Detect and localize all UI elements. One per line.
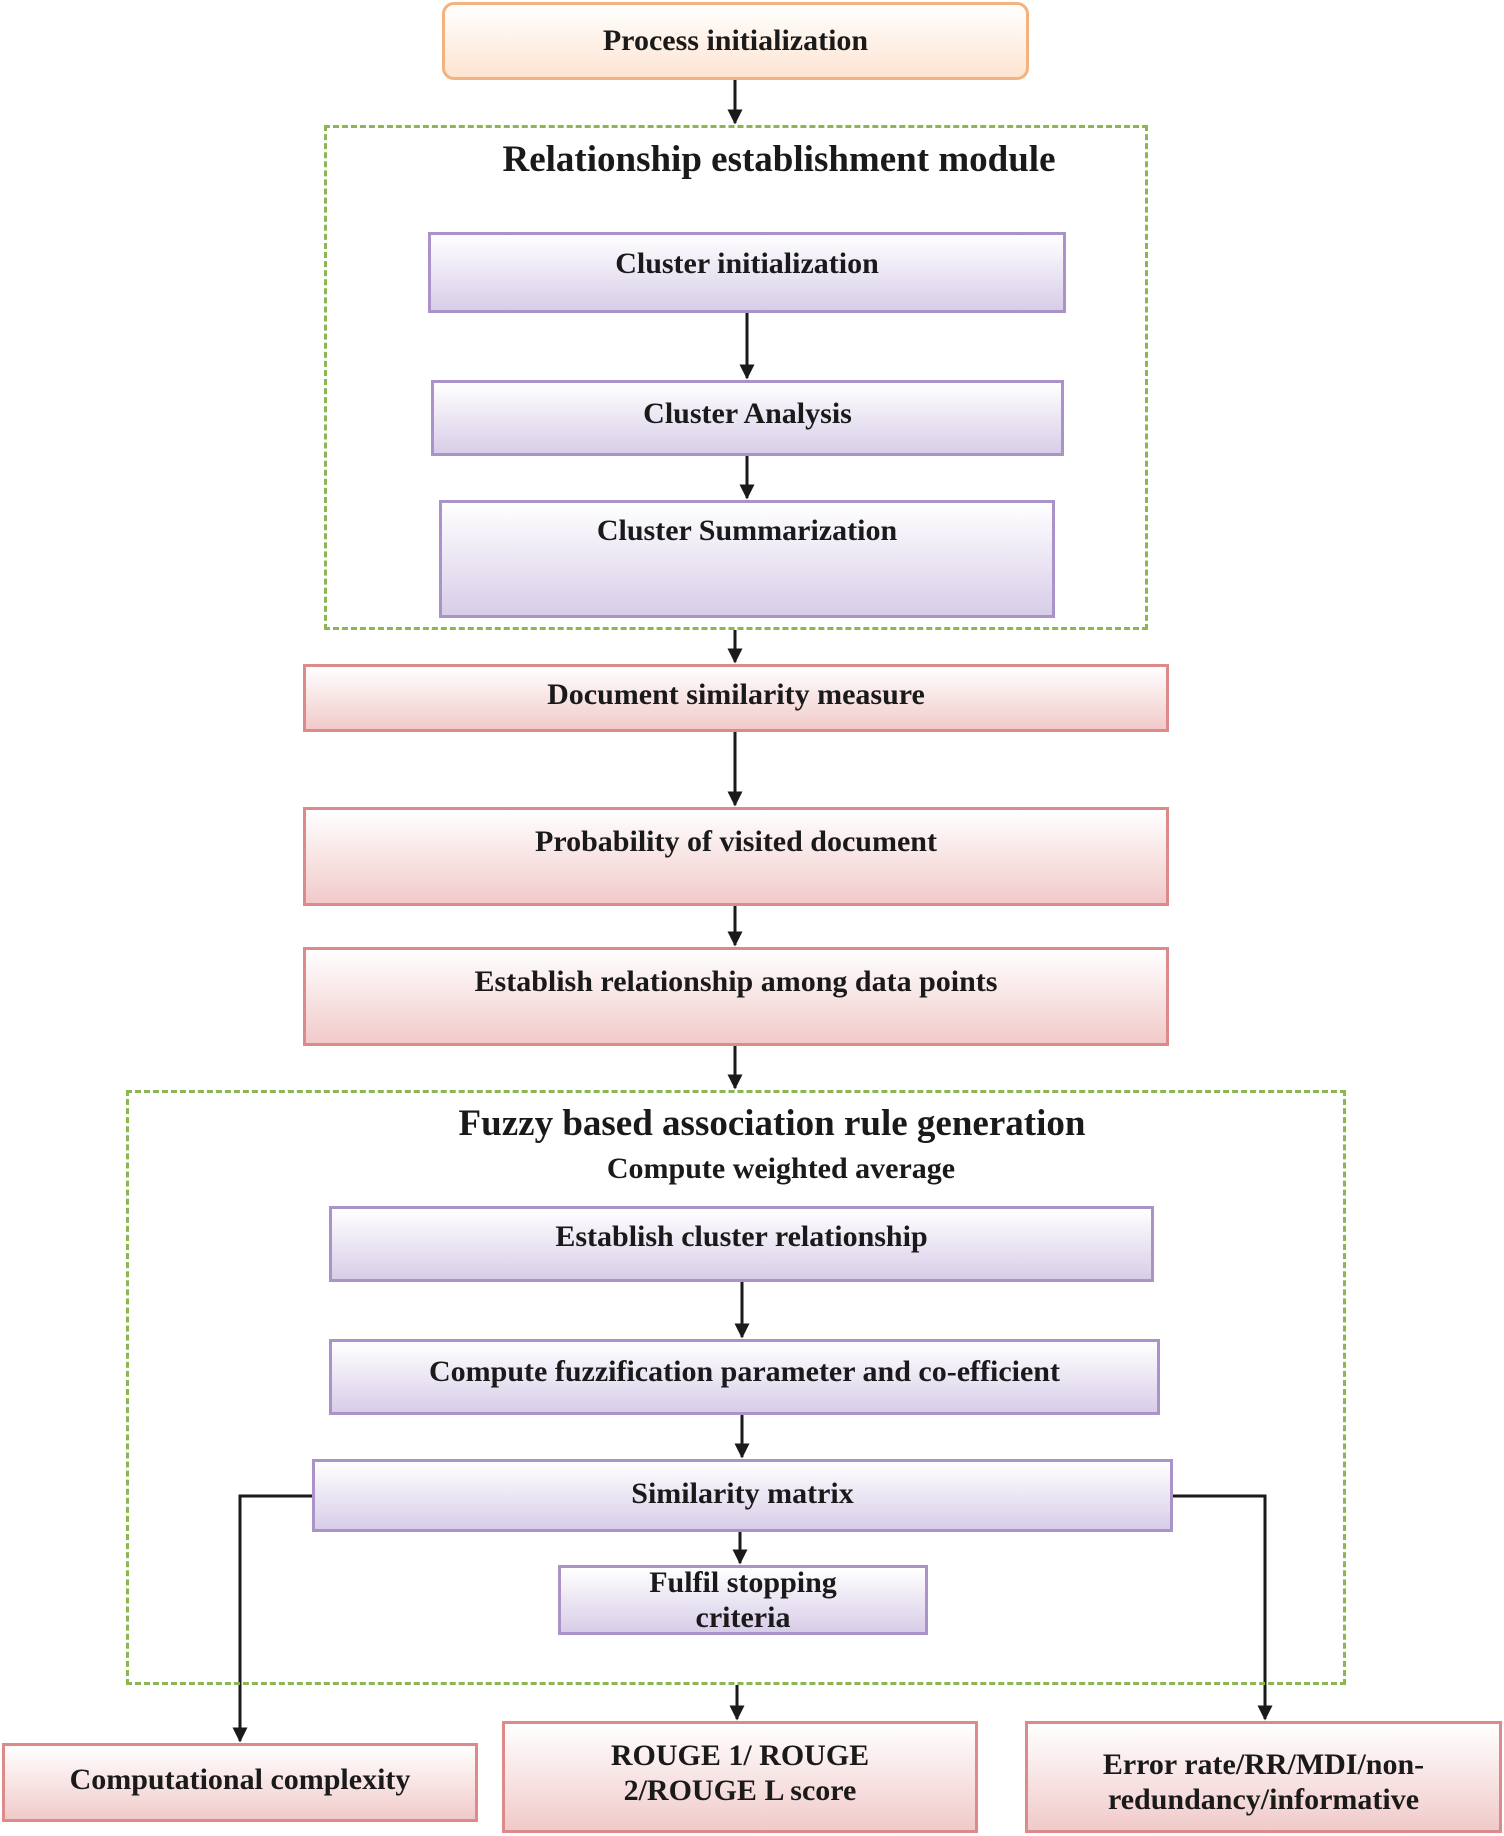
- computational-complexity-label: Computational complexity: [69, 1762, 411, 1796]
- fuzzification-parameter-label: Compute fuzzification parameter and co-e…: [429, 1355, 1060, 1389]
- error-rate-line1: Error rate/RR/MDI/non-: [1102, 1747, 1425, 1781]
- error-rate-line2: redundancy/informative: [1107, 1783, 1420, 1816]
- similarity-matrix-label: Similarity matrix: [631, 1476, 854, 1510]
- document-similarity-box: Document similarity measure: [303, 664, 1169, 732]
- cluster-analysis-label: Cluster Analysis: [643, 397, 852, 431]
- relationship-module-title: Relationship establishment module: [502, 139, 1056, 180]
- rouge-score-line2: 2/ROUGE L score: [623, 1774, 857, 1807]
- computational-complexity-box: Computational complexity: [2, 1743, 478, 1822]
- fuzzy-module-subtitle: Compute weighted average: [606, 1152, 956, 1185]
- fuzzification-parameter-box: Compute fuzzification parameter and co-e…: [329, 1339, 1160, 1415]
- cluster-analysis-box: Cluster Analysis: [431, 380, 1064, 456]
- establish-cluster-relationship-box: Establish cluster relationship: [329, 1206, 1154, 1282]
- similarity-matrix-box: Similarity matrix: [312, 1459, 1173, 1532]
- stopping-criteria-line1: Fulfil stopping: [649, 1565, 837, 1599]
- cluster-initialization-box: Cluster initialization: [428, 232, 1066, 313]
- establish-relationship-label: Establish relationship among data points: [474, 965, 998, 998]
- rouge-score-box: ROUGE 1/ ROUGE 2/ROUGE L score: [502, 1721, 978, 1833]
- establish-cluster-relationship-label: Establish cluster relationship: [555, 1220, 928, 1254]
- probability-visited-label: Probability of visited document: [535, 825, 937, 858]
- probability-visited-box: Probability of visited document: [303, 807, 1169, 906]
- rouge-score-line1: ROUGE 1/ ROUGE: [610, 1738, 870, 1772]
- relationship-module-container: [324, 125, 1148, 630]
- establish-relationship-box: Establish relationship among data points: [303, 947, 1169, 1046]
- fuzzy-module-title: Fuzzy based association rule generation: [458, 1103, 1086, 1144]
- cluster-initialization-label: Cluster initialization: [615, 246, 879, 280]
- process-initialization-label: Process initialization: [602, 24, 869, 58]
- error-rate-box: Error rate/RR/MDI/non- redundancy/inform…: [1025, 1721, 1502, 1833]
- fuzzy-module-container: [126, 1090, 1346, 1685]
- stopping-criteria-box: Fulfil stopping criteria: [558, 1565, 928, 1635]
- cluster-summarization-box: Cluster Summarization: [439, 500, 1055, 618]
- process-initialization-box: Process initialization: [442, 2, 1029, 80]
- stopping-criteria-line2: criteria: [695, 1601, 791, 1634]
- cluster-summarization-label: Cluster Summarization: [596, 514, 898, 547]
- document-similarity-label: Document similarity measure: [547, 678, 925, 712]
